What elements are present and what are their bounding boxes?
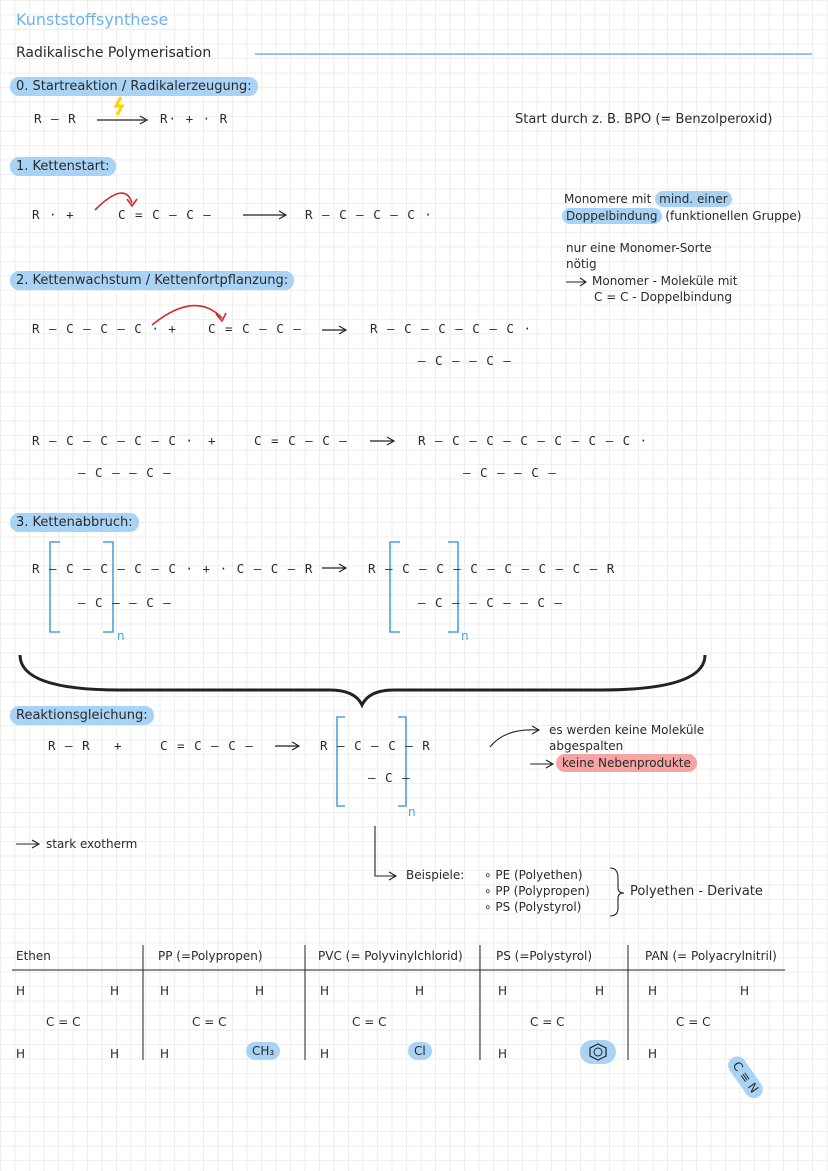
double-bond: C = C [192, 1015, 227, 1029]
atom-h: H [160, 984, 170, 998]
summary-brace [18, 654, 707, 709]
double-bond: C = C [352, 1015, 387, 1029]
phenyl-highlight [580, 1040, 616, 1064]
s2-r2-monomer: C = C – C – [254, 433, 348, 448]
examples-label: Beispiele: [406, 868, 465, 882]
eq-monomer: C = C – C – [160, 738, 254, 753]
eq-n: n [408, 805, 416, 819]
table-header-pvc: PVC (= Polyvinylchlorid) [318, 949, 463, 963]
examples-note: Polyethen - Derivate [630, 884, 763, 899]
electron-arrow [151, 304, 223, 326]
s2-r1-monomer: C = C – C – [208, 321, 302, 336]
eq-note-no-byproducts: keine Nebenprodukte [556, 754, 697, 772]
section-3-heading: 3. Kettenabbruch: [10, 513, 139, 532]
s3-n-right: n [461, 629, 469, 643]
s2-r1-product: R – C – C – C – C · [370, 321, 532, 336]
atom-h: H [160, 1047, 170, 1061]
double-bond: C = C [530, 1015, 565, 1029]
examples-arrow [374, 826, 395, 877]
s1-monomer: C = C – C – [118, 207, 212, 222]
s1-note-molecules: Monomer - Moleküle mit [592, 274, 738, 288]
s0-product: R· + · R [160, 111, 229, 126]
example-pe: ∘ PE (Polyethen) [484, 868, 583, 882]
page-title: Kunststoffsynthese [16, 10, 169, 29]
table-header-pan: PAN (= Polyacrylnitril) [645, 949, 777, 963]
atom-h: H [498, 1047, 508, 1061]
substituent-cl: Cl [408, 1042, 432, 1060]
lightning-icon [113, 96, 125, 116]
atom-h: H [740, 984, 750, 998]
s1-product: R – C – C – C · [305, 207, 433, 222]
eq-note-line1: es werden keine Moleküle [549, 723, 705, 737]
repeat-bracket-left [389, 541, 400, 633]
repeat-bracket-right [448, 541, 459, 633]
table-header-pp: PP (=Polypropen) [158, 949, 263, 963]
atom-h: H [16, 984, 26, 998]
electron-arrow [94, 192, 133, 211]
atom-h: H [648, 1047, 658, 1061]
atom-h: H [498, 984, 508, 998]
s1-note-doublebond: Doppelbindung (funktionellen Gruppe) [562, 208, 801, 224]
eq-product: R – C – C – R [320, 738, 431, 753]
s0-reactant: R – R [34, 111, 77, 126]
s3-left-branch: – C – – C – [78, 595, 172, 610]
s3-n-left: n [117, 629, 125, 643]
repeat-bracket-right [103, 541, 114, 633]
atom-h: H [595, 984, 605, 998]
atom-h: H [648, 984, 658, 998]
table-header-ps: PS (=Polystyrol) [496, 949, 593, 963]
s1-note-noetig: nötig [566, 257, 597, 271]
s1-radical: R · + [32, 207, 75, 222]
atom-h: H [320, 1047, 330, 1061]
examples-brace [609, 867, 625, 917]
example-pp: ∘ PP (Polypropen) [484, 884, 590, 898]
s3-right: R – C – C – C – C – C – C – R [368, 561, 616, 576]
s0-note: Start durch z. B. BPO (= Benzolperoxid) [515, 112, 773, 127]
substituent-ch3: CH₃ [246, 1042, 281, 1060]
eq-exothermic: stark exotherm [46, 837, 138, 851]
s2-r2-branch-left: – C – – C – [78, 465, 172, 480]
s1-note-monomer: Monomere mit mind. einer [564, 191, 732, 207]
atom-h: H [320, 984, 330, 998]
atom-h: H [110, 984, 120, 998]
repeat-bracket-right [398, 716, 407, 807]
example-ps: ∘ PS (Polystyrol) [484, 900, 582, 914]
double-bond: C = C [676, 1015, 711, 1029]
s1-note-sorte: nur eine Monomer-Sorte [566, 241, 712, 255]
repeat-bracket-left [49, 541, 60, 633]
benzene-icon [589, 1043, 607, 1061]
section-1-heading: 1. Kettenstart: [10, 157, 116, 176]
s2-r2-left: R – C – C – C – C · [32, 433, 194, 448]
s3-right-branch: – C – – C – – C – [418, 595, 563, 610]
s3-left: R – C – C – C – C · + · C – C – R [32, 561, 314, 576]
note-arrow [489, 729, 539, 748]
eq-note-line2: abgespalten [549, 739, 624, 753]
s2-r2-plus: + [208, 433, 217, 448]
equation-heading: Reaktionsgleichung: [10, 706, 154, 725]
s2-r1-branch: – C – – C – [418, 353, 512, 368]
page-subtitle: Radikalische Polymerisation [16, 45, 212, 61]
section-2-heading: 2. Kettenwachstum / Kettenfortpflanzung: [10, 271, 295, 290]
s1-note-cc: C = C - Doppelbindung [594, 290, 732, 304]
atom-h: H [415, 984, 425, 998]
s2-r2-product: R – C – C – C – C – C – C · [418, 433, 649, 448]
atom-h: H [255, 984, 265, 998]
s2-r1-left: R – C – C – C · + [32, 321, 177, 336]
atom-h: H [16, 1047, 26, 1061]
eq-plus: + [114, 738, 123, 753]
table-header-ethen: Ethen [16, 949, 51, 963]
eq-branch: – C – [368, 770, 411, 785]
double-bond: C = C [46, 1015, 81, 1029]
repeat-bracket-left [336, 716, 345, 807]
s2-r2-branch-right: – C – – C – [463, 465, 557, 480]
atom-h: H [110, 1047, 120, 1061]
section-0-heading: 0. Startreaktion / Radikalerzeugung: [10, 77, 258, 96]
eq-reactant: R – R [48, 738, 91, 753]
